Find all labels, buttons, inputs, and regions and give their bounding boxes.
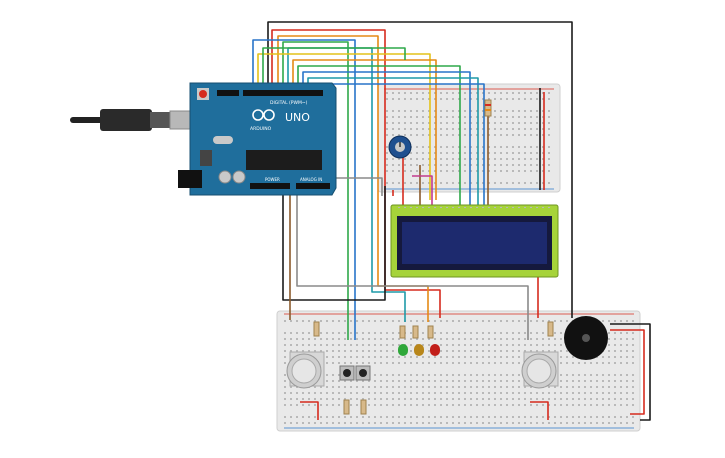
lcd-screen [402,222,547,264]
wire-gray-sensor [296,192,529,340]
pushbutton-2 [355,365,371,381]
led-red [430,344,440,356]
power-jack [178,170,202,188]
digital-label: DIGITAL (PWM~) [270,100,308,106]
wire-buzzer-black [610,323,651,421]
microcontroller-chip [246,150,322,170]
digital-header [243,90,323,96]
ultrasonic-sensor-left [286,351,325,389]
wire-black-gnd [282,186,386,301]
led-yellow [414,344,424,356]
ultrasonic-sensor-right [521,351,559,389]
potentiometer [388,135,412,159]
piezo-buzzer [564,316,608,360]
wiring [252,21,651,421]
wire-jumper-red-left [300,401,319,420]
wire-ground-main [267,21,573,318]
wire-teal-led [287,47,406,322]
wire-magenta-lcd [412,175,433,205]
wire-green-lcd-a [262,47,406,95]
top-breadboard [377,83,561,193]
arduino-board: DIGITAL (PWM~) ARDUINO UNO POWER ANALOG … [178,82,337,196]
wire-green-button [282,41,349,340]
wire-orange-led [277,35,429,322]
resistors-bottom [313,321,554,415]
wire-jumper-red-right [530,401,549,420]
lcd-display [390,204,559,278]
board-name: UNO [285,111,310,124]
pushbutton-1 [339,365,355,381]
power-label: POWER [265,177,280,182]
wire-green-lcd-b [297,65,461,205]
reset-button [199,90,207,98]
usb-cable [70,109,195,131]
wire-yellow-lcd [257,53,431,200]
resistor-top [484,99,492,117]
wire-orange-lcd [292,59,437,200]
analog-label: ANALOG IN [300,177,322,182]
wire-gray-analog [320,177,383,196]
arduino-logo-text: ARDUINO [250,126,272,132]
wire-buzzer-red [610,329,645,415]
led-green [398,344,408,356]
wire-blue-button [252,39,356,340]
wire-red-led [271,29,441,318]
